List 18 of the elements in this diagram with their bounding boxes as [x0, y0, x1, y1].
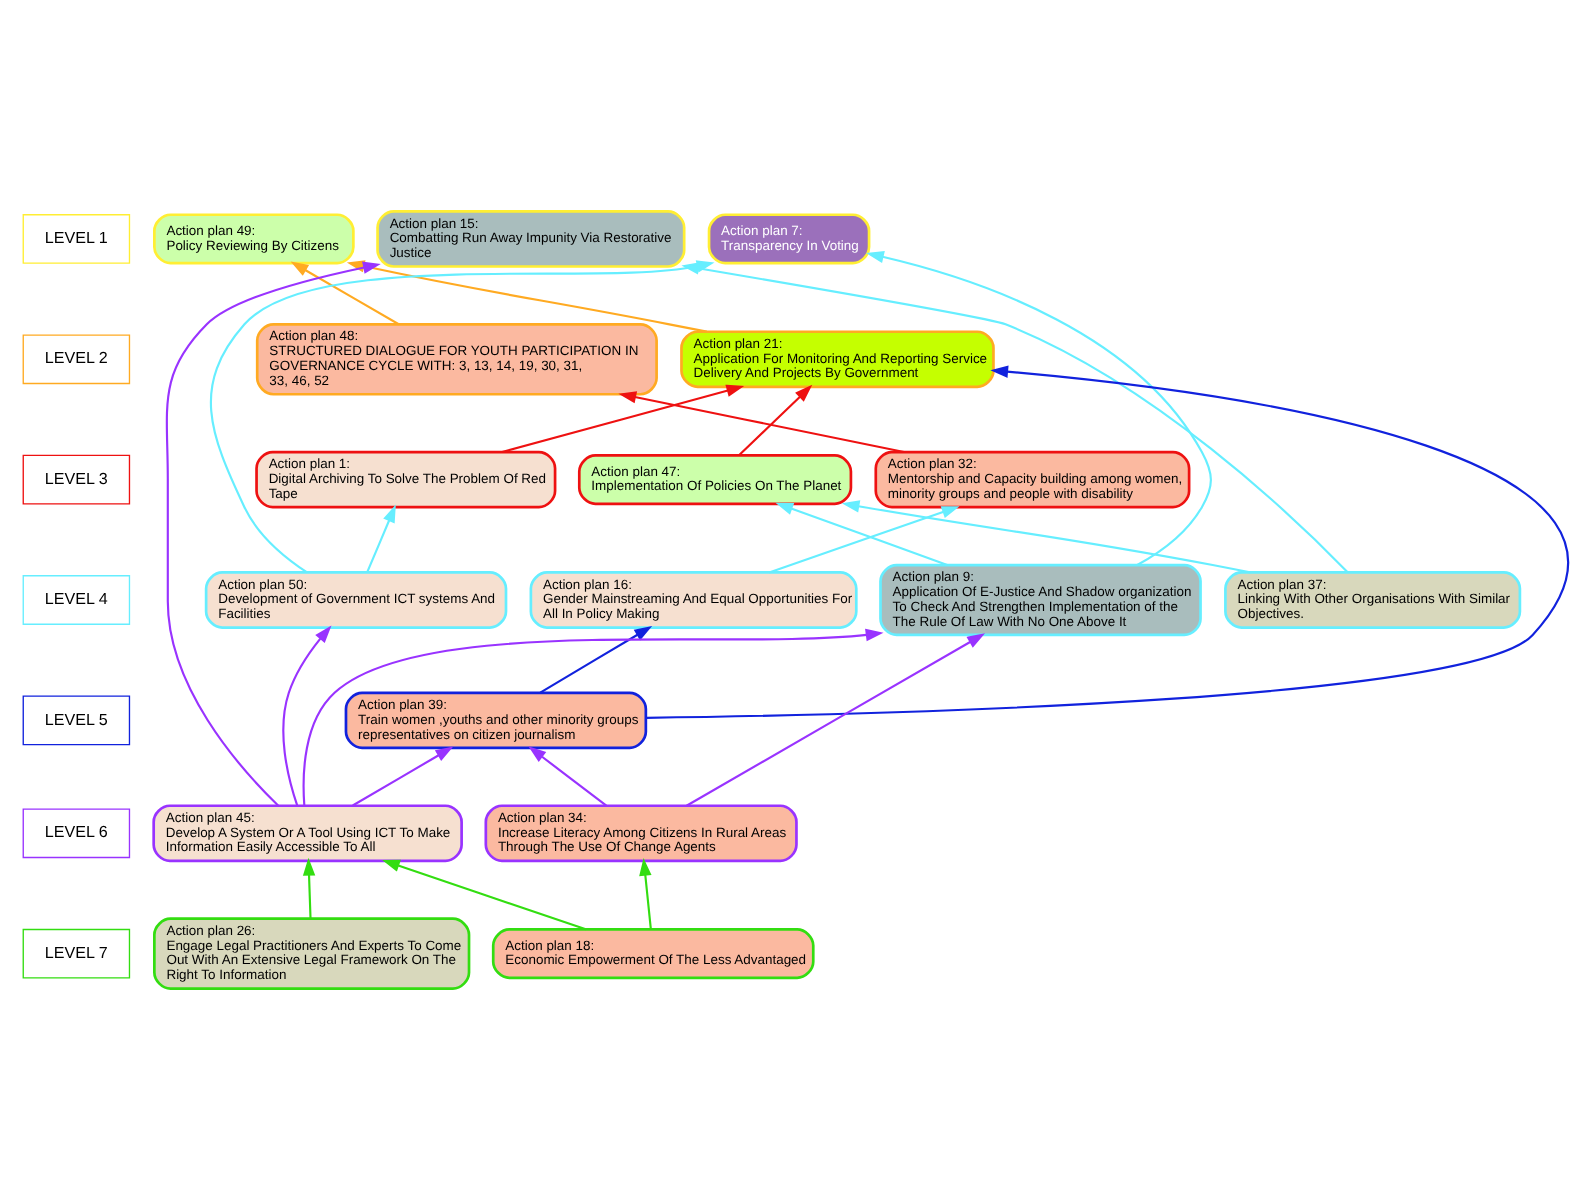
arrow [841, 500, 1251, 574]
arrow [866, 250, 1212, 566]
arrow [501, 384, 745, 454]
arrow [775, 502, 948, 566]
arrow [539, 626, 653, 694]
arrow [302, 628, 884, 806]
arrow [768, 506, 960, 574]
arrow [352, 746, 454, 807]
arrow [366, 504, 396, 573]
arrow [528, 746, 607, 807]
arrow [302, 857, 316, 919]
arrow [282, 625, 332, 806]
arrow [646, 365, 1568, 719]
arrow [639, 857, 652, 930]
arrow [618, 391, 905, 454]
arrow [382, 859, 587, 931]
arrow [686, 633, 986, 807]
arrow [738, 384, 813, 456]
